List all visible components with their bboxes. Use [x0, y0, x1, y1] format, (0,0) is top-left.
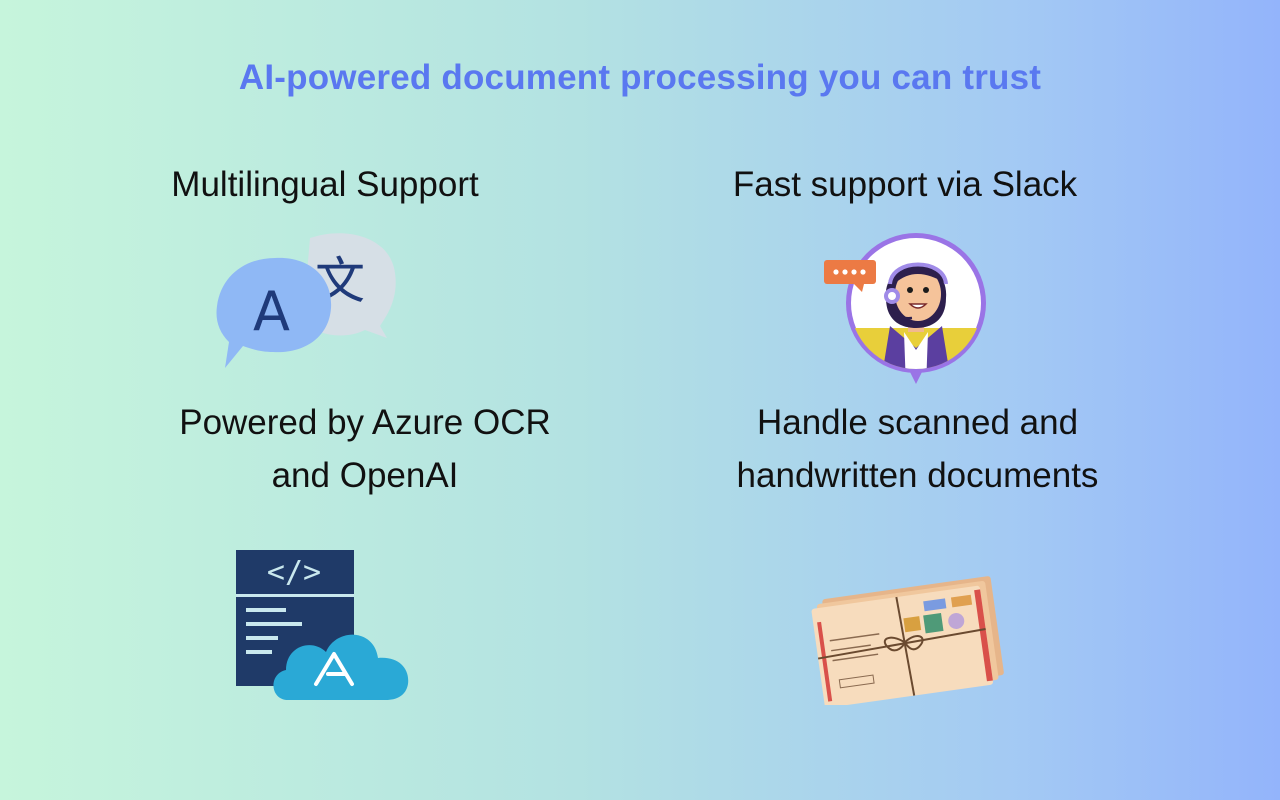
- feature-azure-ocr-line2: and OpenAI: [271, 456, 459, 495]
- translation-speech-bubbles-icon: 文 A: [215, 228, 400, 373]
- feature-azure-ocr-title: Powered by Azure OCR and OpenAI: [140, 396, 590, 502]
- support-agent-headset-icon: [820, 228, 990, 386]
- code-document-azure-cloud-icon: </>: [236, 550, 411, 705]
- feature-slack-support-title: Fast support via Slack: [732, 165, 1078, 204]
- feature-azure-ocr-line1: Powered by Azure OCR: [179, 403, 551, 442]
- svg-text:A: A: [253, 280, 290, 343]
- feature-multilingual-title: Multilingual Support: [171, 165, 479, 204]
- feature-scanned-docs-line1: Handle scanned and: [756, 403, 1079, 442]
- feature-scanned-docs-line2: handwritten documents: [736, 456, 1099, 495]
- feature-scanned-docs-title: Handle scanned and handwritten documents: [690, 396, 1145, 502]
- page-title: AI-powered document processing you can t…: [238, 58, 1042, 97]
- svg-text:</>: </>: [267, 555, 321, 590]
- postal-envelopes-bundle-icon: [810, 570, 1005, 708]
